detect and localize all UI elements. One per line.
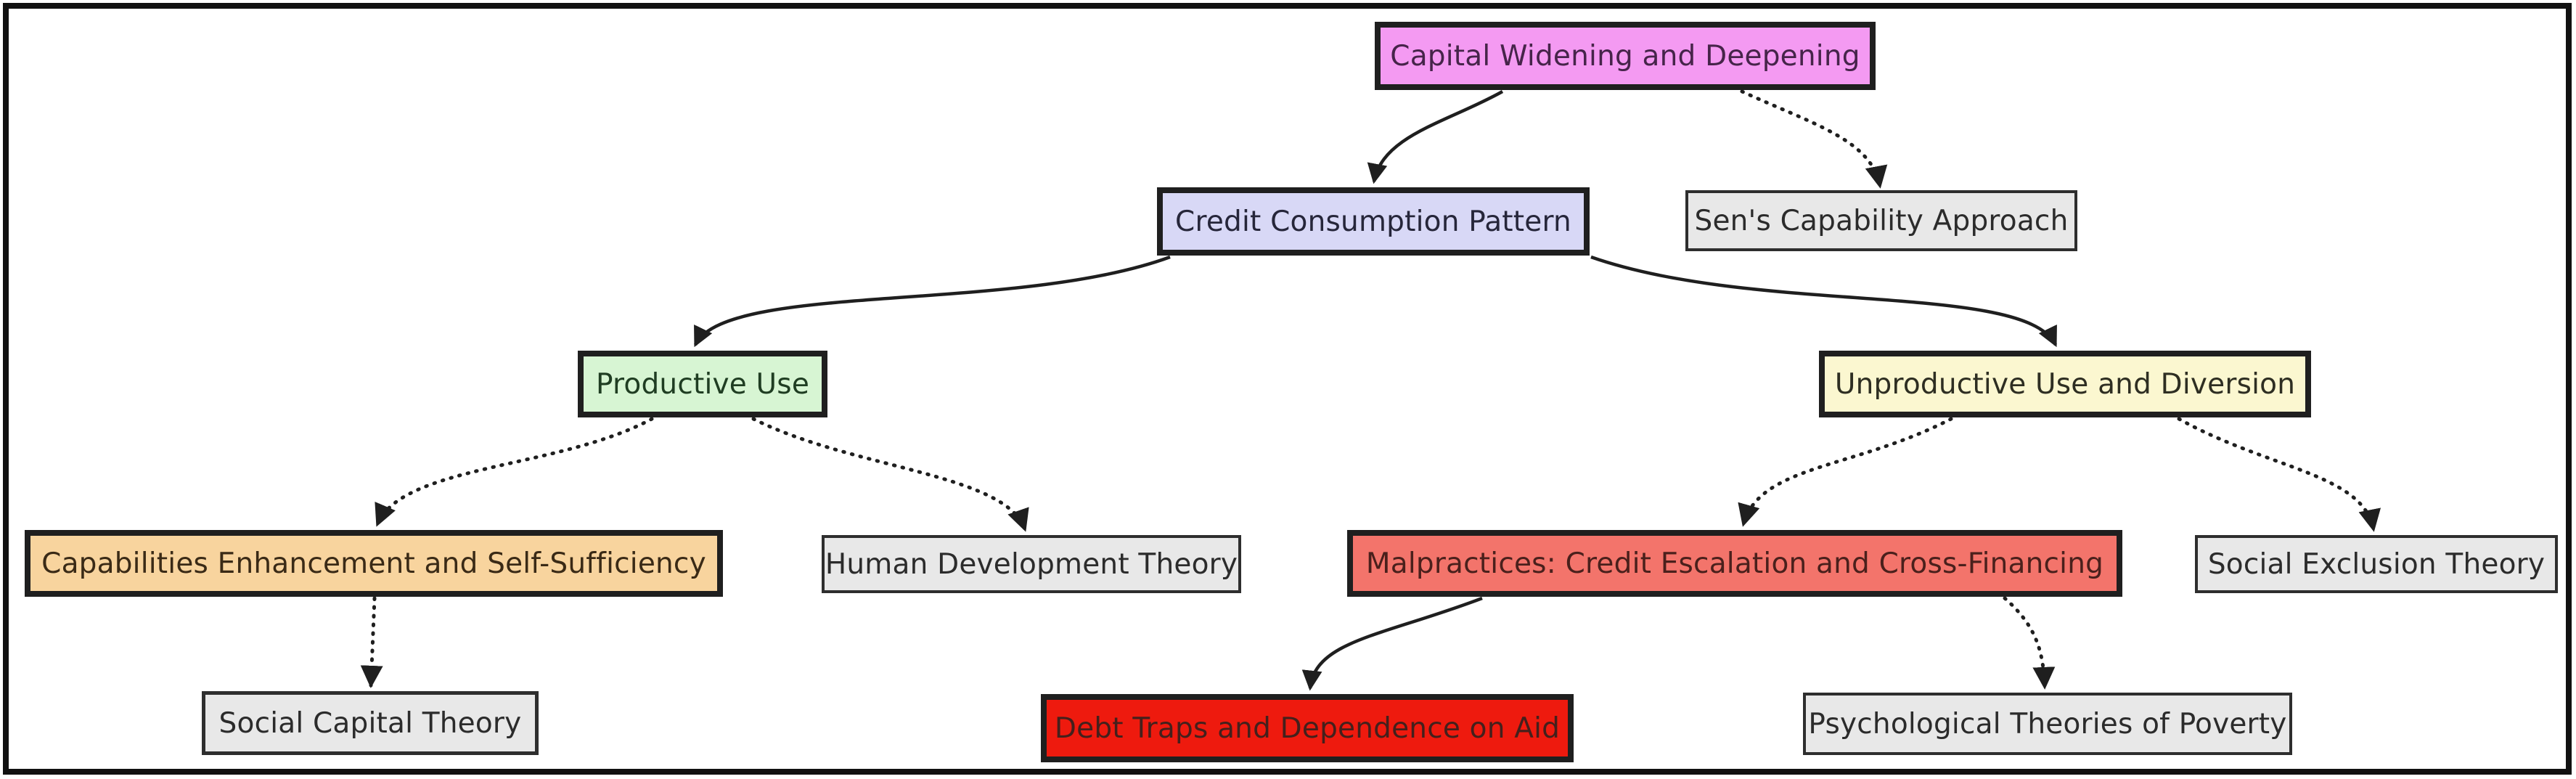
edge-unproductive-use-to-social-exclusion <box>2177 417 2381 532</box>
node-capabilities-enhancement: Capabilities Enhancement and Self-Suffic… <box>25 530 723 597</box>
edge-capabilities-enhancement-to-social-capital <box>360 596 383 688</box>
edge-credit-consumption-to-productive-use <box>693 255 1171 348</box>
node-label: Productive Use <box>595 367 810 401</box>
node-malpractices: Malpractices: Credit Escalation and Cros… <box>1347 530 2122 597</box>
node-productive-use: Productive Use <box>578 351 827 417</box>
node-human-development: Human Development Theory <box>822 535 1241 593</box>
node-debt-traps: Debt Traps and Dependence on Aid <box>1041 694 1574 762</box>
edge-malpractices-to-psychological-theories <box>2003 596 2056 690</box>
edge-productive-use-to-capabilities-enhancement <box>375 417 654 527</box>
edge-capital-widening-to-credit-consumption <box>1367 90 1504 184</box>
node-label: Capital Widening and Deepening <box>1390 39 1860 73</box>
edge-productive-use-to-human-development <box>751 417 1029 532</box>
edge-malpractices-to-debt-traps <box>1301 596 1483 691</box>
node-social-exclusion: Social Exclusion Theory <box>2195 535 2558 593</box>
node-label: Credit Consumption Pattern <box>1175 205 1571 238</box>
edge-unproductive-use-to-malpractices <box>1738 417 1953 527</box>
node-label: Social Capital Theory <box>218 706 522 740</box>
node-label: Human Development Theory <box>825 547 1238 581</box>
node-label: Psychological Theories of Poverty <box>1808 707 2287 741</box>
node-psychological-theories: Psychological Theories of Poverty <box>1803 693 2292 755</box>
node-capital-widening: Capital Widening and Deepening <box>1375 22 1876 90</box>
node-social-capital: Social Capital Theory <box>202 691 539 755</box>
node-label: Unproductive Use and Diversion <box>1834 367 2296 401</box>
node-unproductive-use: Unproductive Use and Diversion <box>1819 351 2311 417</box>
edge-credit-consumption-to-unproductive-use <box>1590 255 2058 348</box>
edge-capital-widening-to-sens-capability <box>1740 89 1888 189</box>
node-label: Debt Traps and Dependence on Aid <box>1054 711 1561 745</box>
node-sens-capability: Sen's Capability Approach <box>1685 190 2077 251</box>
node-label: Social Exclusion Theory <box>2207 547 2546 581</box>
node-credit-consumption: Credit Consumption Pattern <box>1157 187 1590 256</box>
node-label: Sen's Capability Approach <box>1694 204 2069 237</box>
node-label: Capabilities Enhancement and Self-Suffic… <box>41 547 706 580</box>
node-label: Malpractices: Credit Escalation and Cros… <box>1365 547 2104 580</box>
